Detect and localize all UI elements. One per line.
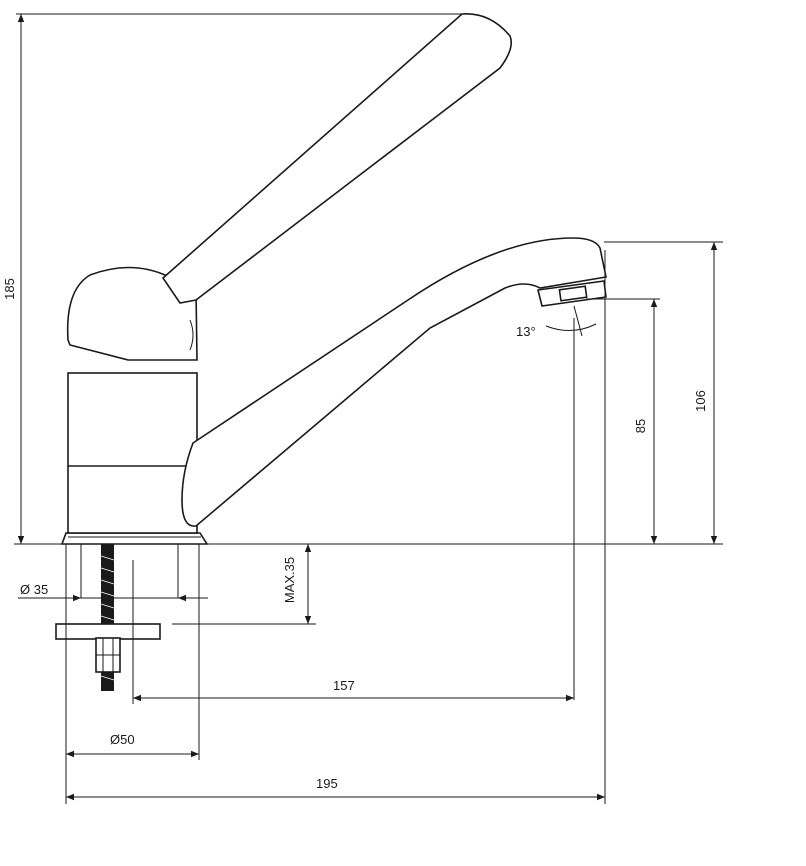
- dim-185: 185: [2, 278, 17, 300]
- dimension-lines: [14, 13, 723, 804]
- body-cylinder: [67, 372, 198, 534]
- dim-13-deg: 13°: [516, 324, 536, 339]
- faucet-drawing: [60, 13, 607, 545]
- dim-max35: MAX.35: [282, 557, 297, 603]
- dim-106: 106: [693, 390, 708, 412]
- mounting-kit: [55, 544, 179, 691]
- spout: [181, 237, 607, 527]
- lever-handle: [161, 13, 513, 304]
- dim-d50: Ø50: [110, 732, 135, 747]
- dim-85: 85: [633, 419, 648, 433]
- mounting-plate: [55, 623, 161, 640]
- dim-157: 157: [333, 678, 355, 693]
- base-ring: [60, 532, 209, 545]
- dim-d35: Ø 35: [20, 582, 48, 597]
- dim-195: 195: [316, 776, 338, 791]
